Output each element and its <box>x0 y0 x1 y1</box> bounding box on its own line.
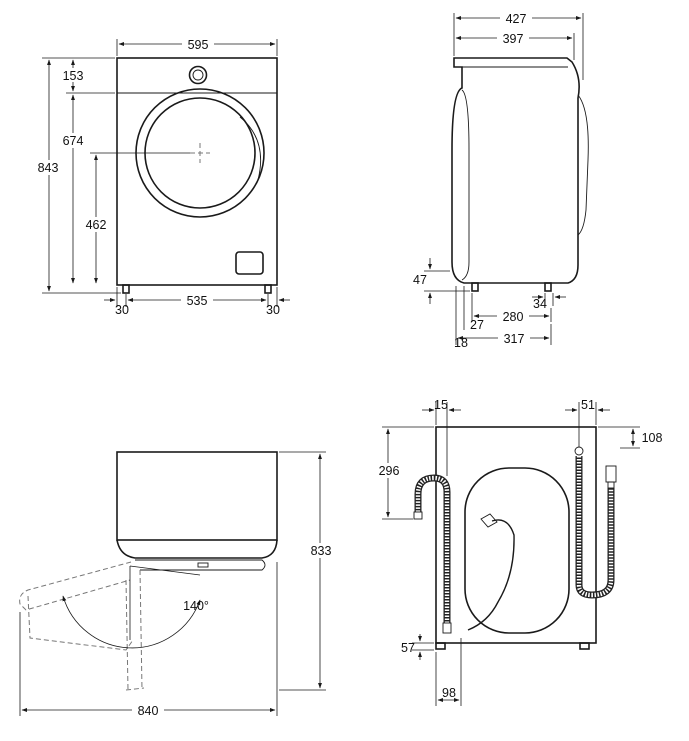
rear-service-panel <box>464 467 570 634</box>
dim-open-depth: 840 <box>138 704 159 718</box>
dim-door-center-height: 462 <box>86 218 107 232</box>
front-view: 595 843 153 674 462 535 30 30 <box>32 37 290 317</box>
machine-body-rear <box>435 426 597 644</box>
side-front-foot <box>471 282 479 292</box>
dim-drain-hose-height: 296 <box>379 464 400 478</box>
left-foot <box>122 284 130 294</box>
dim-drain-hose-offset: 15 <box>434 398 448 412</box>
dim-base-offset: 18 <box>454 336 468 350</box>
machine-body-front <box>116 57 278 286</box>
side-view: 427 397 47 34 280 27 317 18 <box>413 11 589 350</box>
dim-inlet-hose-offset: 51 <box>581 398 595 412</box>
dim-right-foot-offset: 30 <box>266 303 280 317</box>
machine-body-top <box>116 451 278 541</box>
dim-door-top-height: 674 <box>63 134 84 148</box>
dim-foot-height: 47 <box>413 273 427 287</box>
dim-total-depth: 427 <box>506 12 527 26</box>
dim-left-foot-offset: 30 <box>115 303 129 317</box>
dim-body-depth: 397 <box>503 32 524 46</box>
dim-inlet-hose-top: 108 <box>642 431 663 445</box>
door-center-mark <box>190 143 210 163</box>
machine-body-side <box>451 57 580 284</box>
side-rear-foot <box>544 282 552 292</box>
dim-door-angle: 140° <box>183 599 209 613</box>
door-angle-arc <box>62 595 201 649</box>
dim-hose-width: 98 <box>442 686 456 700</box>
door-handle <box>239 116 262 181</box>
power-cable <box>467 519 515 631</box>
door-opening-view: 140° 833 840 <box>19 451 337 718</box>
door-closed-profile <box>116 539 278 559</box>
rear-left-foot <box>435 642 446 650</box>
rear-view: 15 51 108 296 57 98 <box>373 398 662 706</box>
door-profile <box>461 89 470 281</box>
program-knob <box>188 65 208 85</box>
dim-base-clearance: 57 <box>401 641 415 655</box>
right-foot <box>264 284 272 294</box>
dim-feet-spacing: 535 <box>187 294 208 308</box>
drain-hose <box>414 474 451 623</box>
dim-door-view-height: 833 <box>311 544 332 558</box>
dim-base-depth: 317 <box>504 332 525 346</box>
power-plug <box>480 513 498 528</box>
rear-right-foot <box>579 642 590 650</box>
dim-rear-foot-offset: 34 <box>533 297 547 311</box>
dim-front-foot-offset: 27 <box>470 318 484 332</box>
dim-foot-span: 280 <box>503 310 524 324</box>
filter-hatch <box>235 251 264 275</box>
dim-front-width: 595 <box>188 38 209 52</box>
dim-top-panel: 153 <box>63 69 84 83</box>
back-hose-profile <box>577 94 589 236</box>
dim-front-total-height: 843 <box>38 161 59 175</box>
door-open-outline <box>19 561 132 611</box>
